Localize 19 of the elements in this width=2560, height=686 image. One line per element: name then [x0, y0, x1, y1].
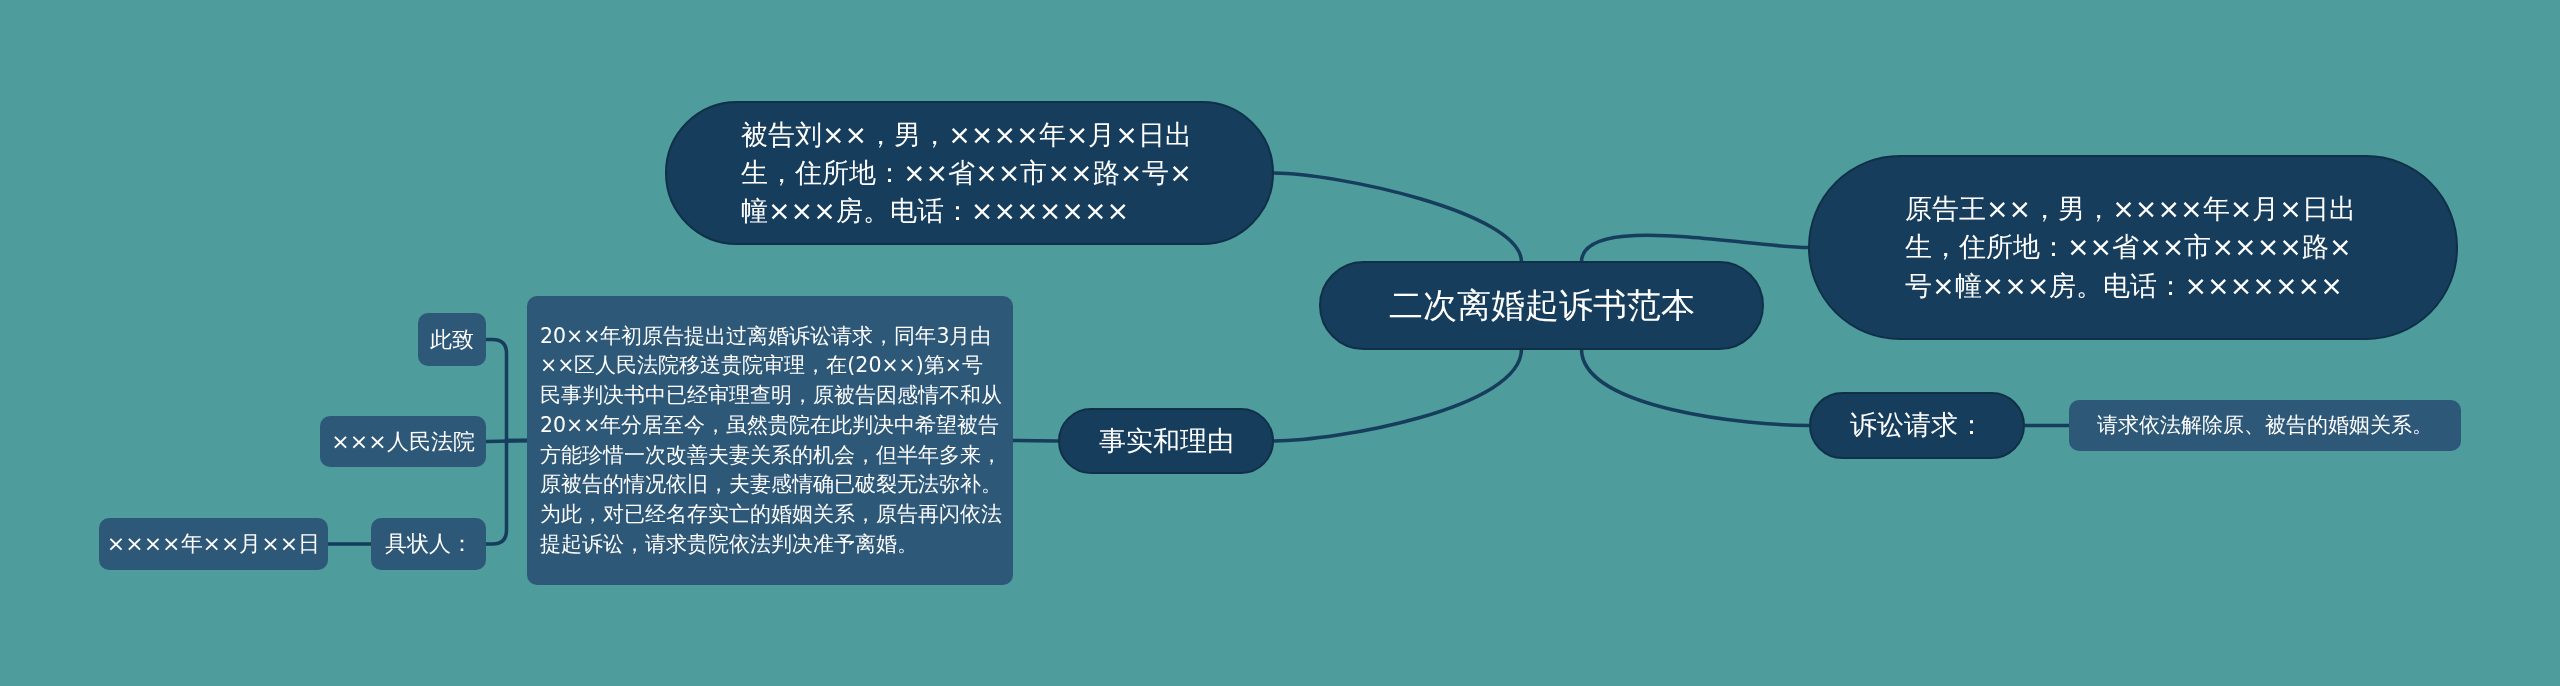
- connector-line: [2025, 423, 2069, 428]
- topic-bubble: 原告王××，男，××××年×月×日出生，住所地：××省××市××××路×号×幢×××房。电话：×××××××: [1808, 155, 2458, 340]
- topic-bubble: 被告刘××，男，××××年×月×日出生，住所地：××省××市××路×号×幢×××房。电话：×××××××: [665, 101, 1274, 245]
- topic-bubble: 诉讼请求：: [1809, 392, 2025, 459]
- connector-line: [1273, 171, 1524, 263]
- connector-line: [1579, 348, 1810, 428]
- text-box: 请求依法解除原、被告的婚姻关系。: [2069, 400, 2461, 451]
- text-box: 具状人：: [371, 518, 486, 570]
- connector-line: [1013, 438, 1058, 443]
- connector-line: [328, 542, 371, 546]
- connector-line: [1579, 233, 1809, 263]
- text-box: ××××年××月××日: [99, 518, 328, 570]
- topic-bubble: 事实和理由: [1058, 408, 1274, 474]
- central-topic: 二次离婚起诉书范本: [1319, 261, 1764, 350]
- text-box: 20××年初原告提出过离婚诉讼请求，同年3月由××区人民法院移送贵院审理，在(20××)第×号民事判决书中已经审理查明，原被告因感情不和从 20××年分居至今，虽然贵院在此判决中希望被告方能珍惜一次改善夫妻关系的机会，但半年多来，原被告的情况依旧，夫妻感情确已破裂无法弥补。为此，对已经名存实亡的婚姻关系，原告再闪依法提起诉讼，请求贵院依法判决准予离婚。: [527, 296, 1013, 585]
- text-box: 此致: [418, 313, 486, 366]
- text-box: ×××人民法院: [320, 416, 486, 467]
- connector-line: [486, 438, 527, 546]
- connector-line: [1273, 348, 1524, 443]
